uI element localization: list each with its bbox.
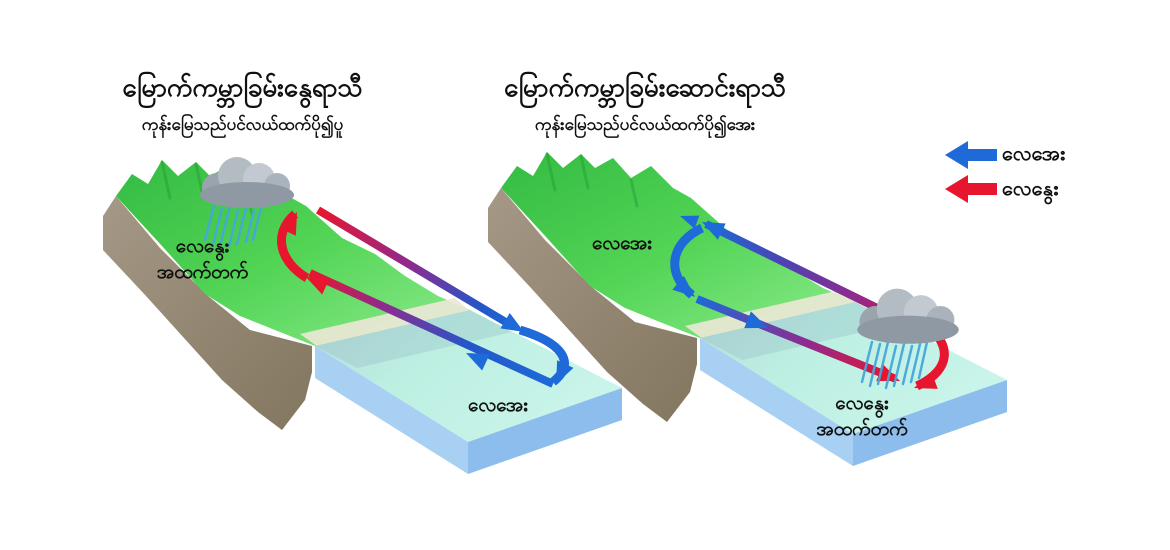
summer-subtitle: ကုန်းမြေသည်ပင်လယ်ထက်ပို၍ပူ: [141, 115, 344, 134]
legend-warm-air-arrow-icon: [945, 175, 997, 203]
winter-land-label: လေအေး: [592, 233, 652, 254]
winter-sea-label-line2: အထက်တက်: [816, 418, 908, 440]
summer-rain-cloud-icon: [200, 157, 294, 248]
legend-cold-air-arrow-icon: [945, 141, 997, 169]
summer-land-label-line2: အထက်တက်: [156, 261, 249, 283]
summer-land-label: လေနွေး အထက်တက်: [135, 234, 270, 285]
winter-title: မြောက်ကမ္ဘာခြမ်းဆောင်းရာသီ: [503, 72, 787, 102]
legend-cold-air-label: လေအေး: [1002, 143, 1066, 165]
legend-warm-air-label: လေနွေး: [1002, 178, 1059, 200]
winter-sea-label-line1: လေနွေး: [835, 393, 889, 414]
summer-sea-label: လေအေး: [468, 395, 528, 416]
winter-subtitle: ကုန်းမြေသည်ပင်လယ်ထက်ပို၍အေး: [534, 115, 756, 134]
summer-land-label-line1: လေနွေး: [175, 236, 230, 257]
summer-circulation-arrows: [277, 206, 574, 388]
winter-sea-label: လေနွေး အထက်တက်: [792, 391, 932, 442]
winter-rain-cloud-icon: [857, 288, 959, 390]
summer-title: မြောက်ကမ္ဘာခြမ်းနွေရာသီ: [122, 72, 363, 102]
